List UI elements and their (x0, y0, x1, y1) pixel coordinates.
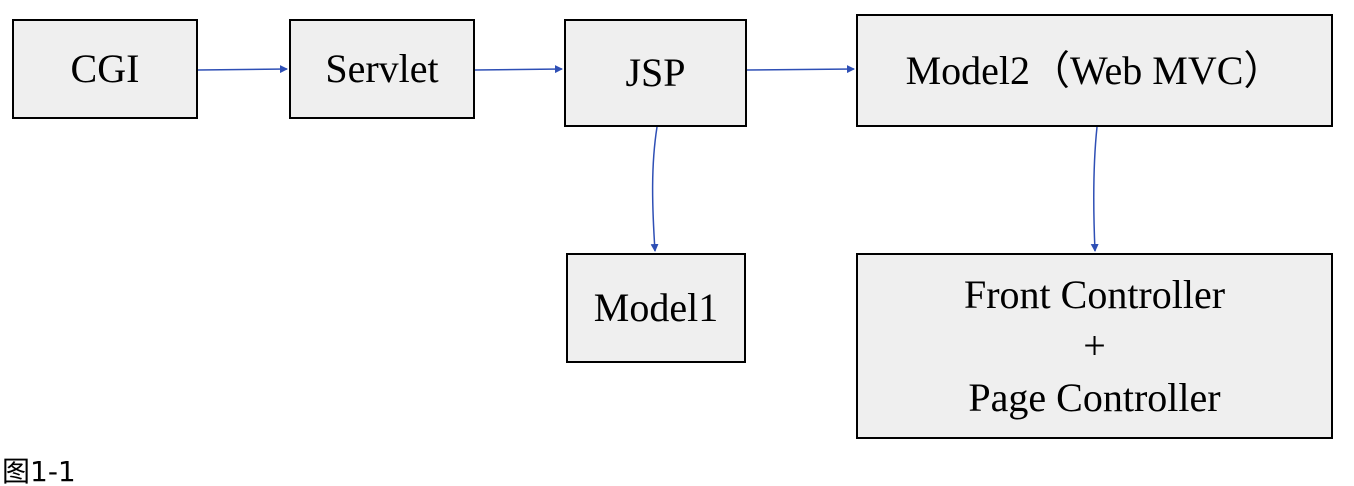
node-model2-label: Model2（Web MVC） (905, 47, 1284, 93)
node-servlet: Servlet (289, 19, 475, 119)
node-model1-label: Model1 (593, 285, 719, 330)
node-front-controller-label: Front Controller (963, 272, 1226, 318)
node-jsp-label: JSP (625, 50, 686, 95)
arrow-jsp-to-model2 (746, 65, 855, 74)
arrow-cgi-to-servlet (197, 65, 288, 74)
node-page-controller-label: Page Controller (968, 374, 1221, 420)
node-model1: Model1 (566, 253, 746, 363)
figure-caption: 图1-1 (2, 455, 76, 486)
node-model2-web-mvc: Model2（Web MVC） (856, 14, 1333, 127)
node-cgi-label: CGI (70, 46, 140, 91)
node-front-page-controller: Front Controller + Page Controller (856, 253, 1333, 439)
node-cgi: CGI (12, 19, 198, 119)
node-plus-label: + (1083, 323, 1106, 369)
arrow-jsp-to-model1 (650, 126, 659, 252)
node-servlet-label: Servlet (325, 46, 439, 91)
node-jsp: JSP (564, 19, 747, 127)
arrow-servlet-to-jsp (474, 65, 563, 74)
arrow-model2-to-front-page-controller (1090, 126, 1099, 252)
